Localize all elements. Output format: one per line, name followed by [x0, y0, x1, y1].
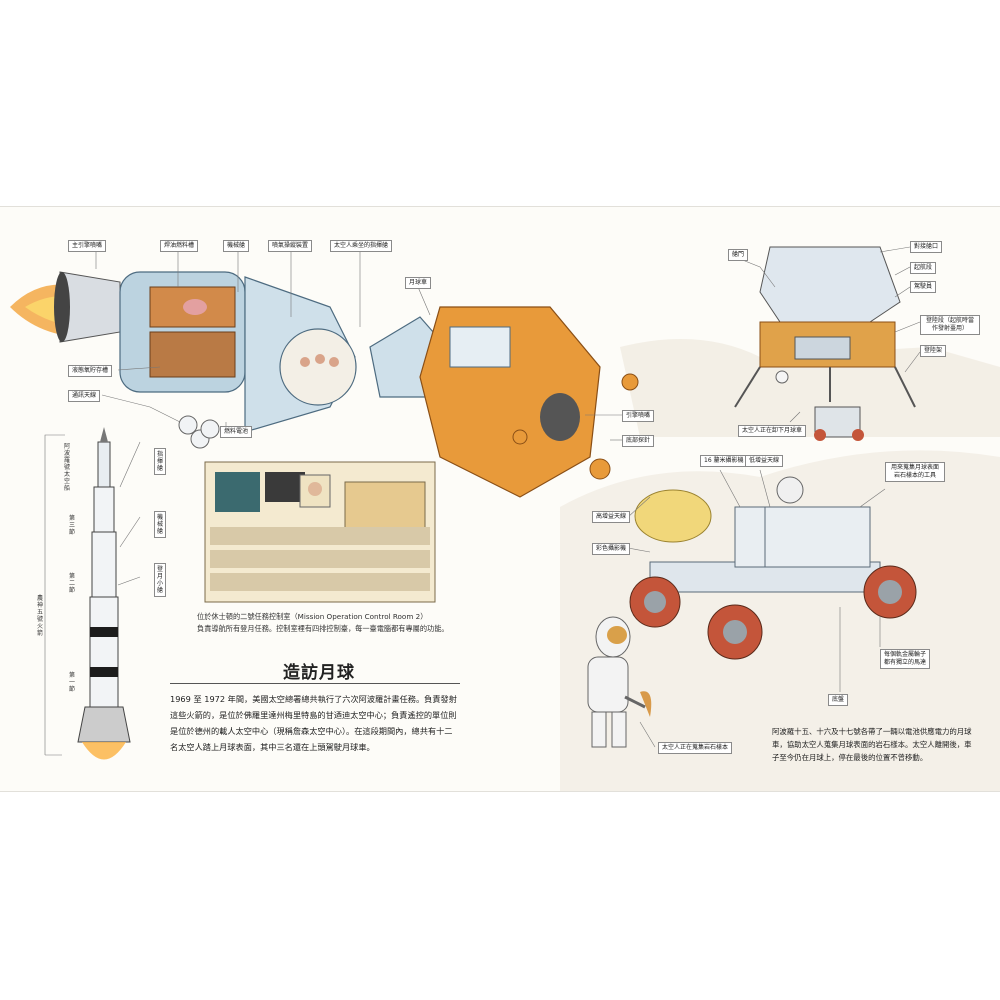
label-rock-tools: 用來蒐集月球表面岩石樣本的工具 — [885, 462, 945, 482]
book-spread: 主引擎噴嘴 焊油燃料槽 機械艙 噴氣操縱裝置 太空人乘坐的指揮艙 月球車 液態氧… — [0, 206, 1000, 792]
label-color-camera: 彩色攝影機 — [592, 543, 631, 555]
label-tv-camera: 16 釐米攝影機 — [700, 455, 748, 467]
label-command-module: 太空人乘坐的指揮艙 — [330, 240, 393, 252]
stage-second: 第二節 — [68, 573, 75, 594]
control-room-caption-line1: 位於休士頓的二號任務控制室（Mission Operation Control … — [197, 612, 428, 621]
label-astronaut-unloading: 太空人正在卸下月球車 — [738, 425, 807, 437]
label-cockpit: 駕駛員 — [910, 281, 937, 293]
stage-apollo: 阿波羅號太空船 — [63, 443, 70, 492]
article-title: 造訪月球 — [283, 663, 355, 683]
label-moon-car: 登月小艙 — [154, 563, 166, 597]
control-room-caption: 位於休士頓的二號任務控制室（Mission Operation Control … — [197, 611, 457, 635]
label-hatch: 艙門 — [728, 249, 749, 261]
stage-saturn: 農神五號火箭 — [36, 595, 43, 637]
label-probe: 底部探針 — [622, 435, 655, 447]
article-body: 1969 至 1972 年間，美國太空總署總共執行了六次阿波羅計畫任務。負責發射… — [170, 694, 457, 752]
control-room-caption-line2: 負責導航所有登月任務。控制室裡有四排控制臺，每一臺電腦都有專屬的功能。 — [197, 624, 449, 633]
label-docking: 對接艙口 — [910, 241, 943, 253]
label-fuel-tank: 焊油燃料槽 — [160, 240, 199, 252]
rover-caption: 阿波羅十五、十六及十七號各帶了一輛以電池供應電力的月球車，協助太空人蒐集月球表面… — [772, 727, 972, 762]
label-lunar-module: 月球車 — [405, 277, 432, 289]
label-main-engine: 主引擎噴嘴 — [68, 240, 107, 252]
stage-third: 第三節 — [68, 515, 75, 536]
label-fuel-cell: 燃料電池 — [220, 426, 253, 438]
illustration-layer — [10, 246, 1000, 791]
stage-first: 第一節 — [68, 672, 75, 693]
label-service-module: 機械艙 — [223, 240, 250, 252]
label-chassis: 底盤 — [828, 694, 849, 706]
label-landing-leg: 登陸架 — [920, 345, 947, 357]
label-astronaut-collecting: 太空人正在蒐集岩石樣本 — [658, 742, 733, 754]
label-lm-engine: 引擎噴嘴 — [622, 410, 655, 422]
label-escape-tower: 指揮艙 — [154, 448, 166, 475]
title-rule — [170, 683, 460, 684]
label-descent-stage: 登陸段（起航時當作發射臺用） — [920, 315, 980, 335]
label-high-gain-antenna: 高增益天線 — [592, 511, 631, 523]
label-hydrogen-tank: 液態氧貯存槽 — [68, 365, 113, 377]
label-ascent-stage: 起航段 — [910, 262, 937, 274]
label-oxygen-tank: 噴氣操縱裝置 — [268, 240, 313, 252]
label-low-gain-antenna: 低增益天線 — [745, 455, 784, 467]
label-comm-antenna: 通訊天線 — [68, 390, 101, 402]
label-wheels: 每個軌金屬輪子都有獨立的馬達 — [880, 649, 930, 669]
label-mech-module: 機械艙 — [154, 511, 166, 538]
